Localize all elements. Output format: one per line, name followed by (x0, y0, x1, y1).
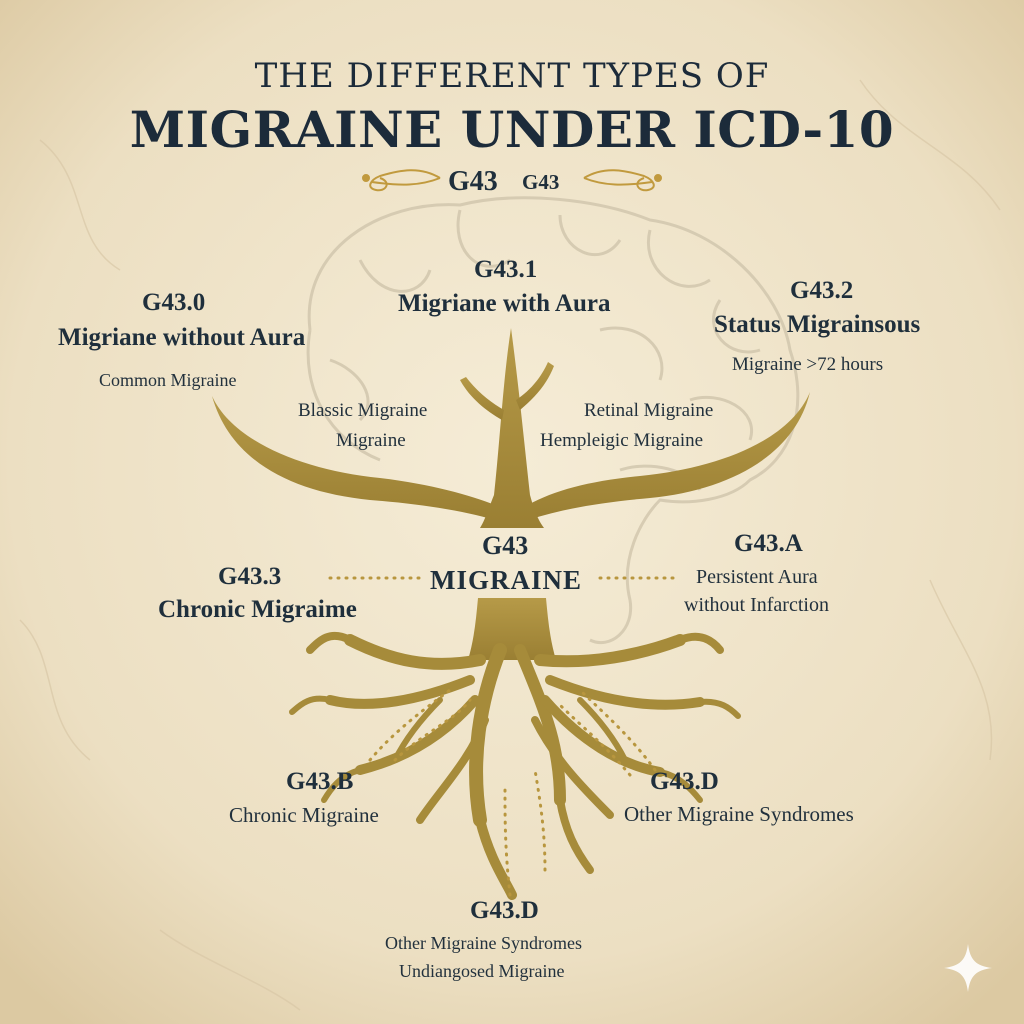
g43d-bottom-code: G43.D (470, 897, 539, 924)
g43d-bottom-line-1: Other Migraine Syndromes (385, 933, 582, 953)
connector-g43b-b (393, 698, 472, 762)
left-twig (460, 377, 504, 420)
g43d-right-name: Other Migraine Syndromes (624, 802, 854, 826)
g432-note: Migraine >72 hours (732, 354, 884, 375)
g432-name: Status Migrainsous (714, 311, 921, 338)
center-code: G43 (482, 531, 529, 560)
g43d-bottom-line-2: Undiangosed Migraine (399, 961, 565, 981)
connector-g43d-right-b (558, 703, 632, 777)
g43a-code: G43.A (734, 530, 803, 557)
trunk (480, 328, 544, 528)
right-twig (516, 362, 554, 410)
g431-note-1: Blassic Migraine (298, 400, 428, 421)
g431-name: Migriane with Aura (398, 290, 611, 317)
tree-branches (212, 328, 810, 660)
g433-code: G43.3 (218, 563, 282, 590)
g43a-note-2: without Infarction (684, 594, 829, 616)
g43a-note-1: Persistent Aura (696, 566, 818, 588)
g432-sub-1: Retinal Migraine (584, 400, 714, 421)
lower-trunk (468, 598, 556, 660)
g432-code: G43.2 (790, 277, 854, 304)
subtitle-code-large: G43 (448, 166, 498, 197)
g431-code: G43.1 (474, 256, 538, 283)
g43b-name: Chronic Migraine (229, 803, 379, 827)
connector-g43b-a (368, 688, 452, 762)
brain-icon (306, 196, 800, 645)
right-branch (528, 392, 810, 520)
title-line-1: THE DIFFERENT TYPES OF (254, 56, 770, 96)
g433-name: Chronic Migraime (158, 596, 357, 623)
g432-sub-2: Hempleigic Migraine (540, 430, 704, 451)
g43d-right-code: G43.D (650, 768, 719, 795)
g431-note-2: Migraine (336, 430, 406, 451)
subtitle-code-small: G43 (522, 170, 560, 194)
title-flourish (362, 169, 662, 192)
connector-g43d-bottom-a (503, 788, 512, 897)
parchment-cracks (19, 79, 1001, 1011)
title-line-2: MIGRAINE UNDER ICD-10 (129, 100, 895, 159)
dotted-connectors (328, 576, 682, 897)
left-branch (212, 396, 495, 520)
g430-name: Migriane without Aura (58, 324, 306, 351)
sparkle-icon (944, 944, 992, 992)
center-name: MIGRAINE (430, 565, 583, 595)
tree-roots (289, 631, 741, 900)
g430-note: Common Migraine (99, 370, 237, 390)
g430-code: G43.0 (142, 289, 206, 316)
g43b-code: G43.B (286, 768, 354, 795)
